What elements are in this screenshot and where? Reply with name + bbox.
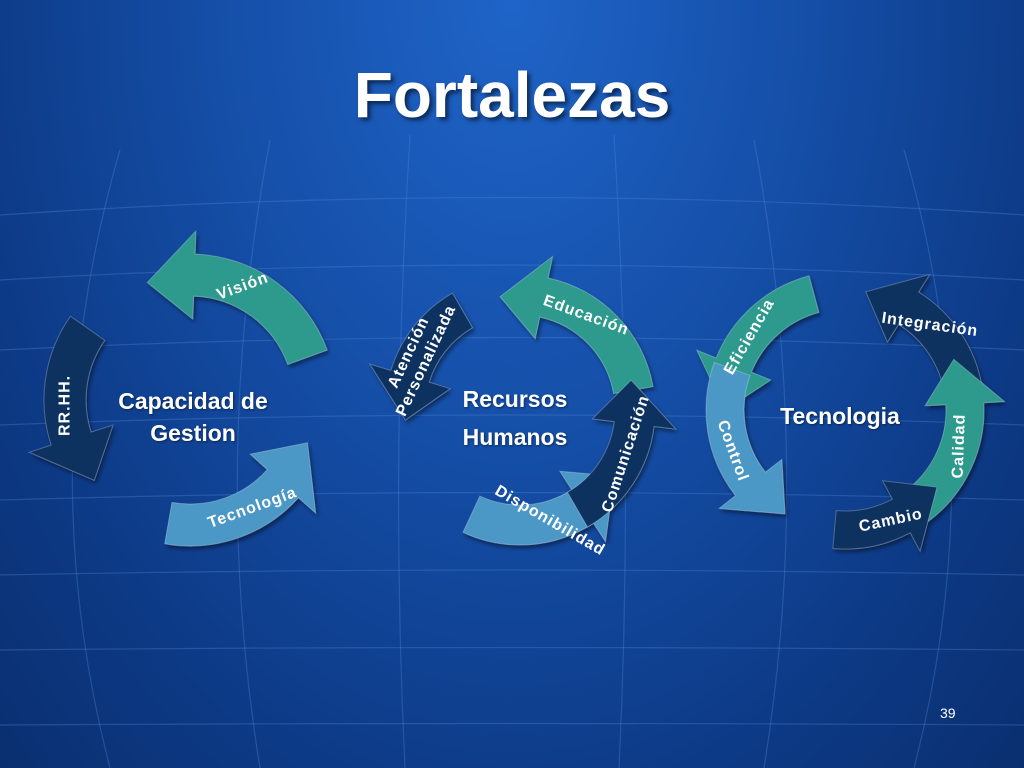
center-label-line: Recursos (462, 386, 568, 412)
cycle-center-capacidad: Capacidad de Gestion (98, 385, 288, 449)
page-title: Fortalezas (353, 59, 671, 131)
center-label-line: Capacidad de (118, 388, 268, 414)
center-label-line: Humanos (462, 424, 568, 450)
center-label-line: Gestion (150, 420, 236, 446)
curved-arrow-icon (146, 229, 328, 366)
cycle-center-recursos: Recursos Humanos (440, 380, 590, 456)
curved-arrow-icon (368, 292, 474, 421)
curved-arrow-icon (832, 480, 938, 553)
arrow-label: Calidad (950, 413, 969, 478)
cycle-center-tecnologia: Tecnologia (760, 400, 920, 432)
arrow-label: RR.HH. (56, 375, 73, 436)
curved-arrow-icon (27, 315, 114, 482)
curved-arrow-icon (499, 255, 654, 395)
curved-arrow-icon (705, 361, 786, 515)
curved-arrow-icon (164, 442, 317, 547)
page-number: 39 (940, 705, 956, 721)
curved-arrow-icon (566, 379, 678, 528)
center-label-line: Tecnologia (780, 403, 900, 429)
